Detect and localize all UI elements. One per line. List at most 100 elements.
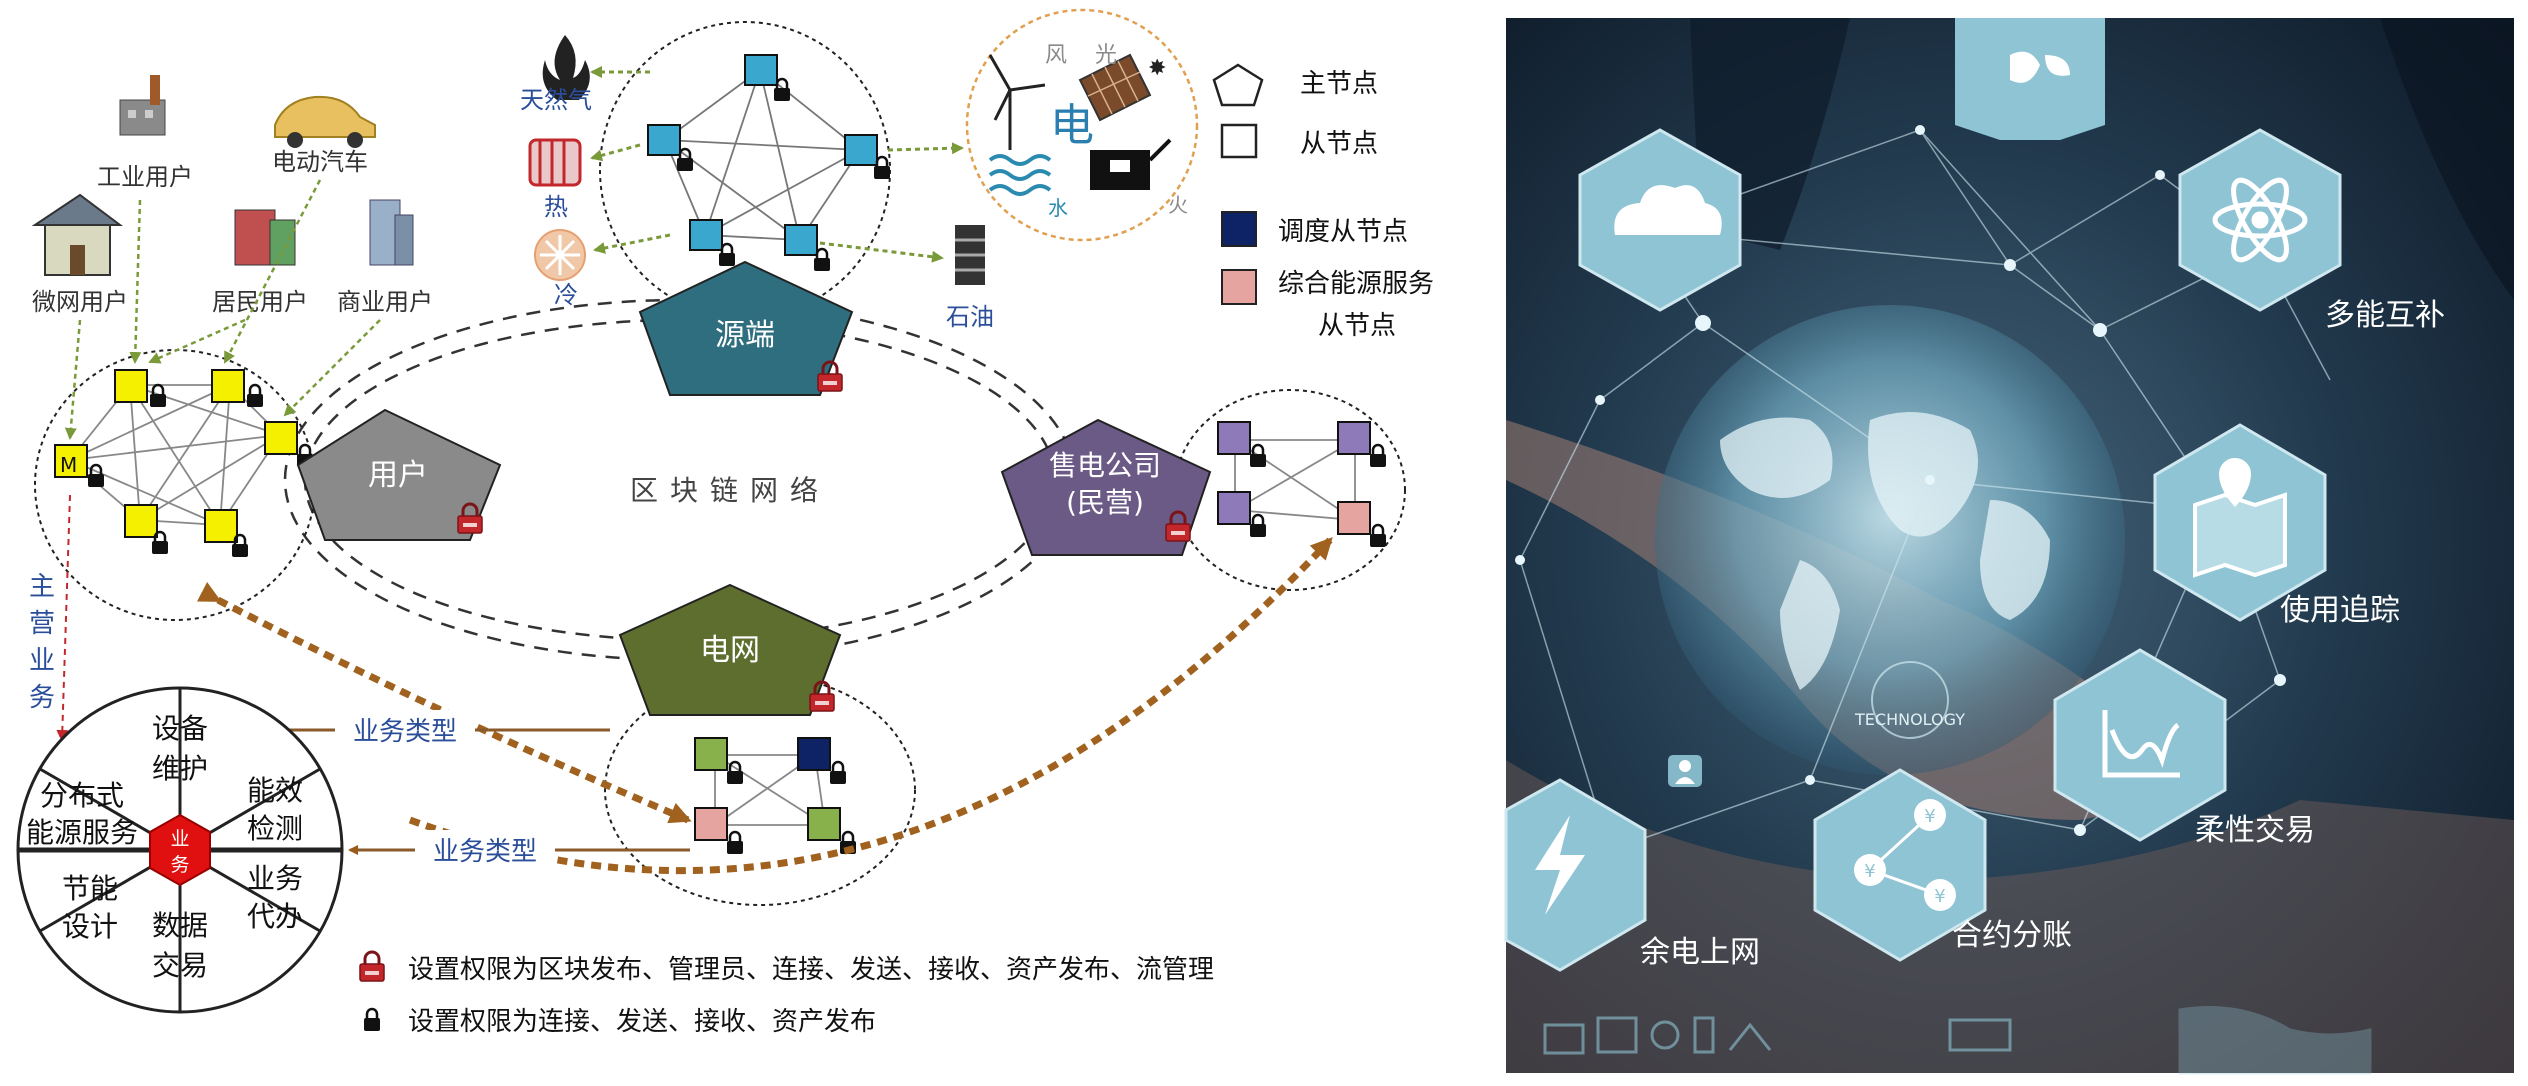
user-label: 用户 [368, 458, 428, 493]
sun-icon: ✸ [1148, 56, 1166, 81]
legend-ies-label: 综合能源服务 [1278, 269, 1434, 299]
hub-label-1: 业 [170, 828, 189, 850]
main-business-char-2: 营 [29, 609, 55, 639]
user-node [114, 369, 148, 403]
bottom-toolbar-icons [1543, 1006, 2372, 1075]
factory-icon [119, 75, 166, 136]
right-panel: 多能互补 使用追踪 柔性交易 ¥ ¥ ¥ [1504, 18, 2514, 1075]
solar-label: 光 [1095, 43, 1117, 68]
heat-icon: 热 [528, 138, 582, 221]
business-type-label-1: 业务类型 [353, 717, 457, 747]
legend-ies-swatch [1221, 269, 1257, 305]
oil-icon: 石油 [946, 225, 994, 331]
retail-label: 售电公司 [1049, 449, 1161, 482]
gas-label: 天然气 [520, 86, 592, 114]
electric-label: 电 [1050, 100, 1094, 151]
hex-cloud [1578, 128, 1742, 312]
ev-user-label: 电动汽车 [272, 148, 368, 176]
grid-label: 电网 [700, 633, 760, 668]
svg-text:¥: ¥ [1864, 861, 1875, 882]
sector-equipment-2: 维护 [152, 752, 208, 785]
sector-saving: 节能 [62, 872, 118, 905]
sector-efficiency: 能效 [247, 774, 303, 807]
yen-coins-icon: ¥ ¥ ¥ [1854, 799, 1956, 911]
note-black-lock: 设置权限为连接、发送、接收、资产发布 [408, 1007, 876, 1037]
sector-agent-2: 代办 [247, 900, 303, 933]
user-node [211, 369, 245, 403]
residential-building-icon [234, 209, 296, 266]
label-multi-energy: 多能互补 [2325, 298, 2445, 333]
business-hub-hexagon [149, 813, 211, 887]
ev-car-icon [274, 95, 376, 148]
grid-node [807, 807, 841, 841]
source-cluster [599, 21, 892, 319]
grid-node [694, 737, 728, 771]
hex-contract-split: ¥ ¥ ¥ 合约分账 [1813, 768, 2072, 962]
cloud-icon [1614, 185, 1722, 235]
source-node [647, 124, 681, 156]
source-node [744, 54, 778, 86]
solar-panel-icon: ✸ [1078, 53, 1166, 122]
sector-agent: 业务 [247, 862, 303, 895]
grid-dispatch-node [797, 737, 831, 771]
hex-usage-tracking: 使用追踪 [2153, 423, 2400, 628]
water-icon [988, 154, 1052, 196]
commercial-tower-icon [369, 199, 414, 266]
permission-notes: 设置权限为区块发布、管理员、连接、发送、接收、资产发布、流管理 设置权限为连接、… [358, 950, 1214, 1037]
main-business-label: 主 营 业 务 [29, 572, 55, 713]
main-business-char-4: 务 [29, 683, 55, 713]
retail-label-2: (民营) [1066, 486, 1144, 519]
hex-surplus-grid: 余电上网 [1504, 778, 1760, 972]
note-red-lock: 设置权限为区块发布、管理员、连接、发送、接收、资产发布、流管理 [408, 955, 1214, 985]
panel-divider [1474, 0, 1506, 1082]
grid-ies-node [694, 807, 728, 841]
technology-label: TECHNOLOGY [1854, 710, 1965, 729]
line-chart-icon [2102, 710, 2180, 778]
source-node [784, 224, 818, 256]
gas-icon: 天然气 [520, 35, 592, 114]
sector-distributed-2: 能源服务 [26, 816, 138, 849]
legend-dispatch-label: 调度从节点 [1278, 217, 1408, 247]
oil-label: 石油 [946, 303, 994, 331]
label-usage-tracking: 使用追踪 [2280, 593, 2400, 628]
heat-label: 热 [544, 193, 568, 221]
renewable-cluster: ✸ 风 光 电 水 火 [965, 8, 1199, 242]
legend-master-label: 主节点 [1300, 69, 1378, 99]
source-pentagon: 源端 [638, 260, 854, 396]
legend-slave-label: 从节点 [1300, 129, 1378, 159]
user-node [264, 421, 298, 455]
retail-pentagon: 售电公司 (民营) [1000, 418, 1212, 556]
retail-ies-node [1337, 501, 1371, 535]
hex-flexible-trading: 柔性交易 [2053, 648, 2315, 848]
resident-user-label: 居民用户 [212, 288, 308, 316]
micro-user-label: 微网用户 [32, 288, 128, 316]
lightning-icon [1535, 815, 1585, 915]
source-label: 源端 [715, 318, 775, 353]
fire-label: 火 [1168, 193, 1188, 217]
business-flow-arrow-long [408, 537, 1333, 875]
sector-equipment: 设备 [152, 712, 208, 745]
map-pin-icon [2193, 457, 2287, 578]
legend-master-swatch [1212, 63, 1264, 107]
legend-slave-swatch [1220, 123, 1258, 159]
commercial-user-label: 商业用户 [337, 288, 433, 316]
user-pentagon: 用户 [296, 408, 502, 541]
hex-multi-energy: 多能互补 [2178, 128, 2445, 333]
hex-top [1955, 18, 2105, 140]
sector-data-2: 交易 [152, 949, 208, 982]
grid-cluster [604, 674, 916, 906]
cold-icon: 冷 [534, 229, 586, 309]
user-node [124, 504, 158, 538]
label-flexible-trading: 柔性交易 [2195, 813, 2315, 848]
user-master-node [54, 444, 88, 478]
retail-node [1337, 421, 1371, 455]
wind-turbine-icon [988, 54, 1046, 150]
hub-label-2: 务 [170, 854, 189, 876]
retail-cluster [1174, 389, 1406, 591]
svg-text:¥: ¥ [1934, 886, 1945, 907]
sector-distributed: 分布式 [40, 779, 124, 812]
user-node [204, 509, 238, 543]
sector-data: 数据 [152, 909, 208, 942]
microgrid-house-icon [31, 193, 123, 276]
